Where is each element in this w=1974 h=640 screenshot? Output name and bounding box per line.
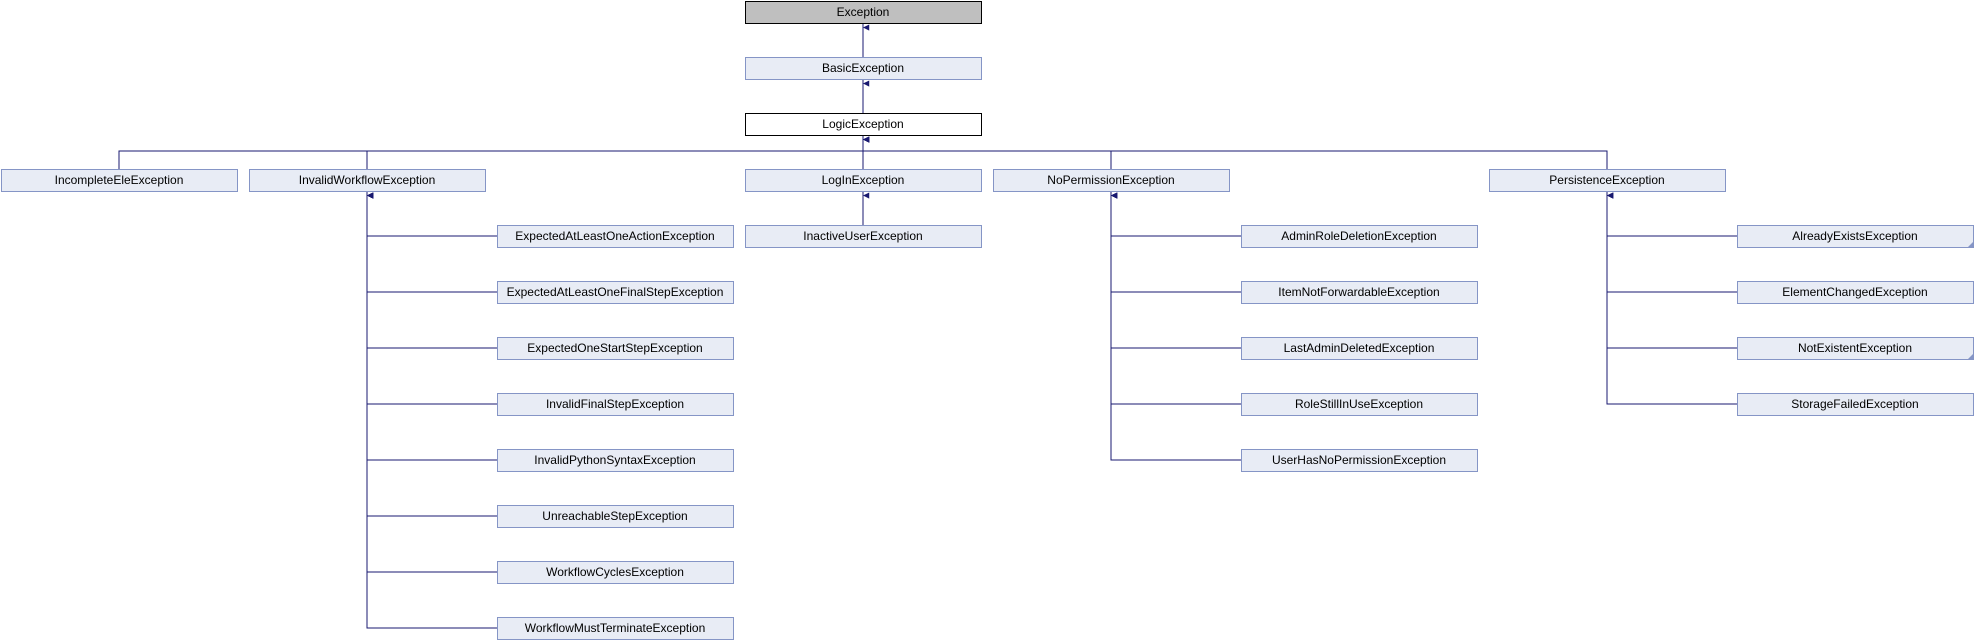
class-node-box [497, 393, 734, 416]
class-node-label: BasicException [822, 61, 904, 75]
class-node-box [1, 169, 238, 192]
class-node-atleastaction[interactable]: ExpectedAtLeastOneActionException [497, 225, 734, 248]
class-node-label: StorageFailedException [1791, 397, 1918, 411]
class-node-lastadmin[interactable]: LastAdminDeletedException [1241, 337, 1478, 360]
class-node-label: UserHasNoPermissionException [1272, 453, 1446, 467]
class-node-label: AlreadyExistsException [1792, 229, 1917, 243]
class-node-persist[interactable]: PersistenceException [1489, 169, 1726, 192]
class-node-storage[interactable]: StorageFailedException [1737, 393, 1974, 416]
class-node-onestart[interactable]: ExpectedOneStartStepException [497, 337, 734, 360]
class-node-box [1241, 281, 1478, 304]
class-node-label: AdminRoleDeletionException [1281, 229, 1436, 243]
class-node-label: RoleStillInUseException [1295, 397, 1423, 411]
inheritance-edge-lastadmin [1110, 192, 1241, 349]
class-node-notexist[interactable]: NotExistentException [1737, 337, 1974, 360]
class-node-userhasno[interactable]: UserHasNoPermissionException [1241, 449, 1478, 472]
class-node-box [1241, 393, 1478, 416]
inheritance-edge-adminrole [1110, 192, 1241, 237]
class-node-roleinuse[interactable]: RoleStillInUseException [1241, 393, 1478, 416]
class-node-already[interactable]: AlreadyExistsException [1737, 225, 1974, 248]
class-node-box [1241, 225, 1478, 248]
class-node-box [497, 225, 734, 248]
class-node-label: LogInException [822, 173, 905, 187]
class-node-invalidfinal[interactable]: InvalidFinalStepException [497, 393, 734, 416]
class-node-label: InactiveUserException [803, 229, 922, 243]
inheritance-edge-roleinuse [1110, 192, 1241, 405]
class-node-label: ExpectedAtLeastOneActionException [515, 229, 714, 243]
inheritance-edge-cycles [366, 192, 497, 573]
inheritance-edges [118, 24, 1737, 629]
inheritance-edge-onestart [366, 192, 497, 349]
inheritance-edge-noperm [862, 136, 1112, 169]
inheritance-edge-mustterm [366, 192, 497, 629]
class-node-exception[interactable]: Exception [745, 1, 982, 24]
inheritance-edge-userhasno [1110, 192, 1241, 461]
class-node-label: ExpectedAtLeastOneFinalStepException [507, 285, 724, 299]
class-node-inactive[interactable]: InactiveUserException [745, 225, 982, 248]
class-node-label: LogicException [822, 117, 903, 131]
class-node-atleastfinal[interactable]: ExpectedAtLeastOneFinalStepException [497, 281, 734, 304]
class-node-box [745, 1, 982, 24]
inheritance-edge-changed [1606, 192, 1737, 293]
class-node-label: IncompleteEleException [55, 173, 184, 187]
folded-corner-icon [1967, 353, 1974, 360]
class-node-notfwd[interactable]: ItemNotForwardableException [1241, 281, 1478, 304]
class-node-label: UnreachableStepException [542, 509, 687, 523]
class-node-logic[interactable]: LogicException [745, 113, 982, 136]
class-node-cycles[interactable]: WorkflowCyclesException [497, 561, 734, 584]
inheritance-edge-notexist [1606, 192, 1737, 349]
class-node-label: NotExistentException [1798, 341, 1912, 355]
class-node-box [1241, 337, 1478, 360]
class-node-label: LastAdminDeletedException [1284, 341, 1435, 355]
class-node-label: InvalidWorkflowException [299, 173, 436, 187]
class-node-unreach[interactable]: UnreachableStepException [497, 505, 734, 528]
class-node-label: PersistenceException [1549, 173, 1664, 187]
class-node-label: ElementChangedException [1782, 285, 1927, 299]
class-node-box [745, 57, 982, 80]
inheritance-edge-pysyntax [366, 192, 497, 461]
inheritance-edge-storage [1606, 192, 1737, 405]
class-node-changed[interactable]: ElementChangedException [1737, 281, 1974, 304]
class-node-box [249, 169, 486, 192]
class-node-box [745, 113, 982, 136]
inheritance-edge-atleastfinal [366, 192, 497, 293]
class-node-box [497, 561, 734, 584]
class-node-box [497, 337, 734, 360]
class-node-noperm[interactable]: NoPermissionException [993, 169, 1230, 192]
class-node-box [993, 169, 1230, 192]
class-node-label: InvalidPythonSyntaxException [534, 453, 695, 467]
class-node-label: ItemNotForwardableException [1278, 285, 1439, 299]
inheritance-edge-atleastaction [366, 192, 497, 237]
class-node-incomplete[interactable]: IncompleteEleException [1, 169, 238, 192]
inheritance-edge-incomplete [118, 136, 870, 169]
class-node-label: WorkflowMustTerminateException [525, 621, 706, 635]
inheritance-edge-invalidfinal [366, 192, 497, 405]
class-node-label: Exception [837, 5, 890, 19]
class-node-pysyntax[interactable]: InvalidPythonSyntaxException [497, 449, 734, 472]
class-node-box [1241, 449, 1478, 472]
class-node-label: NoPermissionException [1047, 173, 1174, 187]
class-node-label: WorkflowCyclesException [546, 565, 684, 579]
inheritance-edge-already [1606, 192, 1737, 237]
class-node-box [497, 505, 734, 528]
class-node-mustterm[interactable]: WorkflowMustTerminateException [497, 617, 734, 640]
class-node-login[interactable]: LogInException [745, 169, 982, 192]
class-node-box [745, 169, 982, 192]
class-node-label: InvalidFinalStepException [546, 397, 684, 411]
class-node-label: ExpectedOneStartStepException [527, 341, 702, 355]
inheritance-edge-invalidwf [366, 136, 870, 169]
class-node-box [1489, 169, 1726, 192]
class-node-adminrole[interactable]: AdminRoleDeletionException [1241, 225, 1478, 248]
inheritance-edge-notfwd [1110, 192, 1241, 293]
class-node-basic[interactable]: BasicException [745, 57, 982, 80]
folded-corner-icon [1967, 241, 1974, 248]
class-node-box [497, 281, 734, 304]
class-node-invalidwf[interactable]: InvalidWorkflowException [249, 169, 486, 192]
inheritance-edge-persist [862, 136, 1608, 169]
class-node-box [745, 225, 982, 248]
class-node-box [497, 449, 734, 472]
inheritance-edge-unreach [366, 192, 497, 517]
